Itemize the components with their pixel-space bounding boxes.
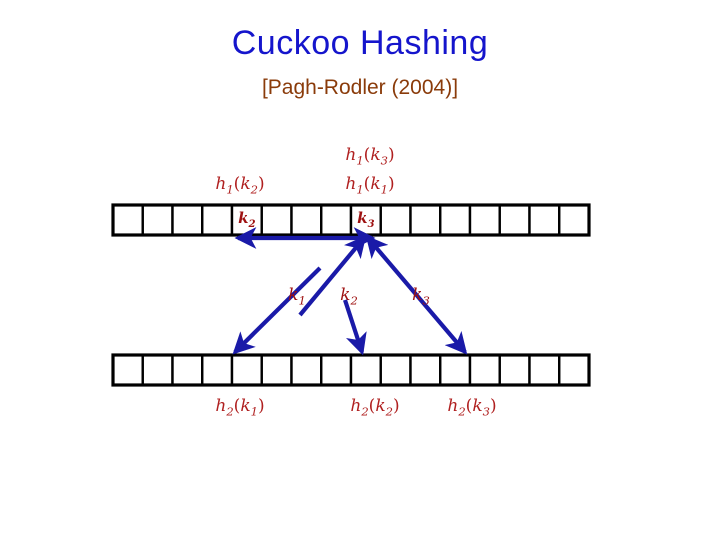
table-cell[interactable] <box>409 353 442 387</box>
table-cell[interactable] <box>171 203 204 237</box>
table-cell[interactable] <box>558 353 591 387</box>
table-cell[interactable] <box>141 203 174 237</box>
arrow-k1-down-to-bottom <box>232 266 322 355</box>
arrow-k2-down-to-bottom <box>343 299 367 356</box>
h1-k3: h1(k3) <box>345 145 395 168</box>
table-cell[interactable] <box>379 203 412 237</box>
table-cell[interactable] <box>379 353 412 387</box>
arrows-group <box>232 227 468 356</box>
cell-key: k3 <box>357 208 375 230</box>
arrow-k3-double <box>365 235 468 355</box>
table-cell[interactable] <box>111 203 144 237</box>
table-cell[interactable] <box>528 203 561 237</box>
table-cell[interactable] <box>528 353 561 387</box>
table-cell[interactable] <box>260 353 293 387</box>
table-cell[interactable] <box>260 203 293 237</box>
h2-k2: h2(k2) <box>350 396 400 419</box>
mid-key-k3: k3 <box>412 285 430 308</box>
table-cell[interactable] <box>290 353 323 387</box>
page-subtitle: [Pagh-Rodler (2004)] <box>261 76 459 99</box>
table-cell[interactable] <box>498 203 531 237</box>
table-cell[interactable] <box>439 353 472 387</box>
table-cell[interactable] <box>409 203 442 237</box>
table-cell[interactable] <box>439 203 472 237</box>
table-cell[interactable] <box>349 353 382 387</box>
table-cell[interactable] <box>171 353 204 387</box>
table-cell[interactable] <box>111 353 144 387</box>
h1-k1: h1(k1) <box>345 174 395 197</box>
table-cell[interactable] <box>468 353 501 387</box>
table-cell[interactable] <box>468 203 501 237</box>
arrow-k2-up-to-top <box>298 235 367 317</box>
table-cell[interactable] <box>201 203 234 237</box>
h2-k3: h2(k3) <box>447 396 497 419</box>
table-cell[interactable] <box>320 203 353 237</box>
table-cell[interactable] <box>230 353 263 387</box>
mid-key-k1: k1 <box>288 285 306 308</box>
page-title: Cuckoo Hashing <box>231 24 489 62</box>
table-cell[interactable] <box>320 353 353 387</box>
table-cell[interactable] <box>558 203 591 237</box>
table-cell[interactable] <box>498 353 531 387</box>
table-cell[interactable] <box>141 353 174 387</box>
cell-key: k2 <box>238 208 256 230</box>
table-cell[interactable] <box>201 353 234 387</box>
h1-k2: h1(k2) <box>215 174 265 197</box>
h2-k1: h2(k1) <box>215 396 265 419</box>
table-cell[interactable] <box>290 203 323 237</box>
mid-key-k2: k2 <box>340 285 358 308</box>
